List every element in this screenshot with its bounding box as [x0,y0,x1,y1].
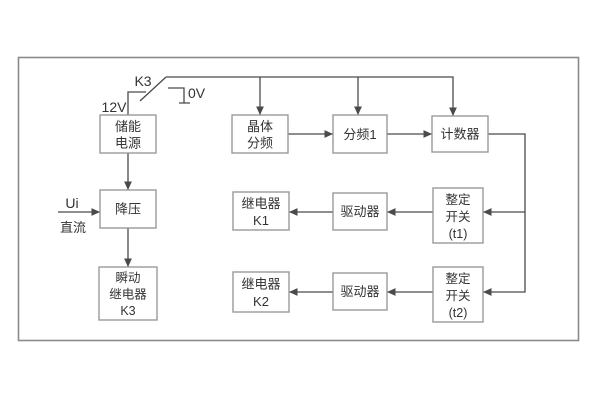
block-storage-power: 储能 电源 [99,114,157,154]
block-step-down: 降压 [99,189,157,229]
instant-relay-text-3: K3 [120,304,135,318]
driver1-box [332,192,388,231]
relay-k1-box [232,191,290,231]
divider1-box [332,114,388,154]
ui-input-label: Ui [65,195,78,211]
block-crystal-divider: 晶体 分频 [231,114,289,154]
block-driver2: 驱动器 [332,272,388,311]
setting-switch-t2-box [432,266,484,323]
k3-switch-label: K3 [134,73,151,89]
block-setting-switch-t2: 整定 开关 (t2) [432,266,484,323]
setting-switch-t1-box [432,187,484,244]
counter-box [431,115,489,153]
block-relay-k1: 继电器 K1 [232,191,290,231]
setting-switch-t1-text-2: 开关 [445,210,470,224]
instant-relay-text-2: 继电器 [109,288,147,302]
k3-switch-symbol [139,76,167,102]
setting-switch-t1-text-1: 整定 [445,192,470,207]
diagram-frame [17,56,580,342]
storage-power-box [99,114,157,154]
block-driver1: 驱动器 [332,192,388,231]
driver2-text: 驱动器 [340,284,379,299]
wire-counter-to-t1 [483,133,526,216]
setting-switch-t1-text-3: (t1) [449,227,468,241]
outside-labels: K3 12V 0V Ui 直流 [60,73,206,235]
counter-text: 计数器 [440,127,479,142]
crystal-divider-text-2: 分频 [247,136,273,151]
block-setting-switch-t1: 整定 开关 (t1) [432,187,484,244]
divider1-text: 分频1 [343,127,376,142]
storage-power-text-1: 储能 [115,119,141,134]
instant-relay-text-1: 瞬动 [115,271,140,285]
block-divider1: 分频1 [332,114,388,154]
dc-input-label: 直流 [60,220,86,235]
crystal-divider-text-1: 晶体 [247,119,273,134]
feed-wire-counter [166,76,457,116]
setting-switch-t2-text-1: 整定 [445,271,470,286]
driver2-box [332,272,388,311]
voltage-0v-label: 0V [188,85,206,101]
block-relay-k2: 继电器 K2 [232,271,290,313]
relay-k2-box [232,271,290,313]
block-instant-relay-k3: 瞬动 继电器 K3 [98,266,158,321]
voltage-12v-label: 12V [102,99,128,115]
wire-counter-to-t2 [483,212,526,296]
power-stub-wire [127,91,146,115]
relay-k2-text-1: 继电器 [241,277,280,292]
zero-volt-step-icon [168,87,190,104]
block-counter: 计数器 [431,115,489,153]
step-down-text: 降压 [115,202,141,217]
crystal-divider-box [231,114,289,154]
relay-k1-text-1: 继电器 [241,196,280,211]
setting-switch-t2-text-2: 开关 [445,289,470,303]
relay-k1-text-2: K1 [253,213,269,228]
step-down-box [99,189,157,229]
driver1-text: 驱动器 [340,204,379,219]
connector-lines [58,76,526,296]
instant-relay-box [98,266,158,321]
storage-power-text-2: 电源 [115,136,141,151]
relay-k2-text-2: K2 [253,294,269,309]
setting-switch-t2-text-3: (t2) [449,306,468,320]
